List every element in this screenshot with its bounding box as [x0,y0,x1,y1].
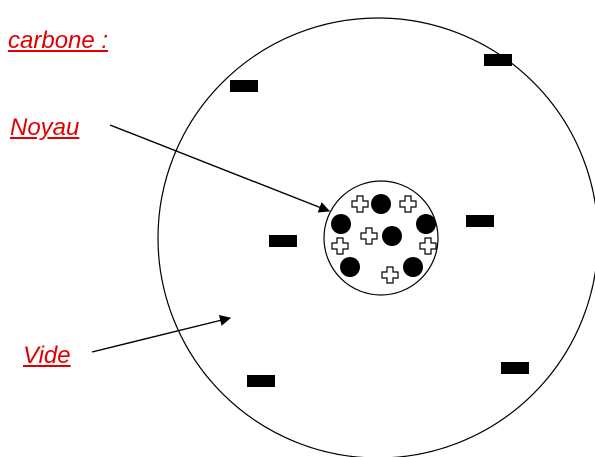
nucleus-arrow [110,125,329,211]
neutron [371,194,391,214]
electron [269,235,297,247]
proton [332,238,348,254]
electron-group [230,54,529,387]
neutron [403,257,423,277]
electron [501,362,529,374]
electron [230,80,258,92]
electron [466,215,494,227]
proton [400,196,416,212]
neutron-group [331,194,436,277]
void-arrow [92,318,230,352]
proton [382,267,398,283]
electron [247,375,275,387]
neutron [382,226,402,246]
proton [352,196,368,212]
neutron [331,214,351,234]
neutron [340,257,360,277]
proton [420,238,436,254]
neutron [416,214,436,234]
proton [361,228,377,244]
electron [484,54,512,66]
